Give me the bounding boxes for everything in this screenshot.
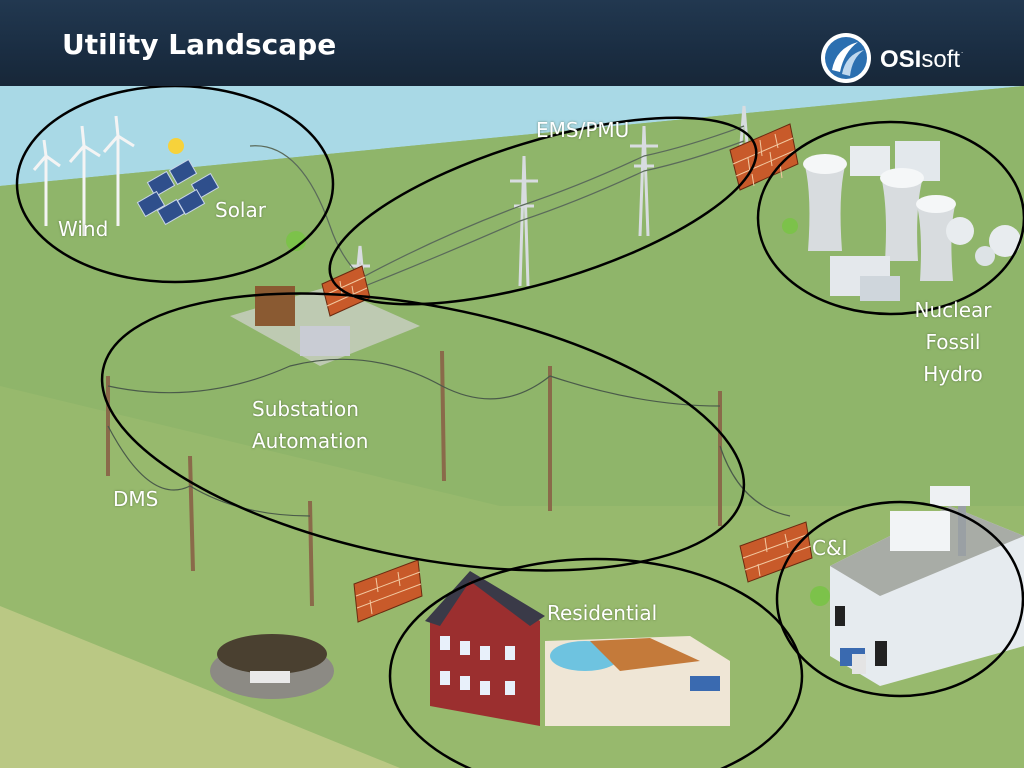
osisoft-logo: OSIsoft. — [818, 30, 978, 86]
distribution-poles-icon — [106, 350, 722, 607]
trees-icon — [286, 218, 830, 606]
substation-label-line1: Substation — [252, 397, 359, 421]
solar-panels-icon — [136, 158, 220, 226]
substation-automation-label: Substation Automation — [252, 393, 368, 457]
underground-vault-icon — [210, 634, 334, 699]
firewall-brick-icon — [739, 521, 813, 583]
ems-pmu-label: EMS/PMU — [536, 118, 630, 142]
ci-label: C&I — [812, 536, 848, 560]
wind-label: Wind — [58, 217, 109, 241]
residential-label: Residential — [547, 601, 658, 625]
generation-label-fossil: Fossil — [925, 330, 981, 354]
renewables-group-ellipse — [15, 86, 335, 284]
wind-turbines-icon — [32, 115, 135, 236]
page-title: Utility Landscape — [62, 28, 337, 61]
firewall-brick-icon — [353, 559, 423, 623]
osisoft-logo-text: OSIsoft. — [880, 46, 964, 73]
substation-dms-group-ellipse — [100, 292, 746, 572]
generation-group-ellipse — [756, 120, 1024, 316]
header-bar: Utility Landscape OSIsoft. — [0, 0, 1024, 86]
commercial-industrial-building-icon — [830, 486, 1024, 686]
substation-label-line2: Automation — [252, 429, 369, 453]
dms-label: DMS — [113, 487, 159, 511]
residential-house-icon — [425, 571, 545, 726]
substation-icon — [230, 286, 420, 366]
residential-group-ellipse — [388, 557, 804, 768]
ci-group-ellipse — [775, 500, 1024, 698]
distribution-lines — [107, 358, 791, 517]
landscape-illustration — [0, 86, 1024, 768]
generation-label: Nuclear Fossil Hydro — [908, 294, 998, 390]
house-cutaway-icon — [545, 636, 730, 726]
generation-label-hydro: Hydro — [923, 362, 983, 386]
power-plant-icon — [803, 141, 1021, 301]
solar-label: Solar — [215, 198, 266, 222]
utility-landscape-diagram: Wind Solar EMS/PMU Nuclear Fossil Hydro … — [0, 86, 1024, 768]
firewall-brick-icon — [729, 123, 799, 191]
generation-label-nuclear: Nuclear — [914, 298, 992, 322]
hill-ground-pale — [0, 606, 400, 768]
osisoft-logo-mark-icon — [821, 33, 871, 83]
sun-icon — [168, 138, 184, 154]
ems-pmu-group-ellipse — [328, 116, 758, 306]
